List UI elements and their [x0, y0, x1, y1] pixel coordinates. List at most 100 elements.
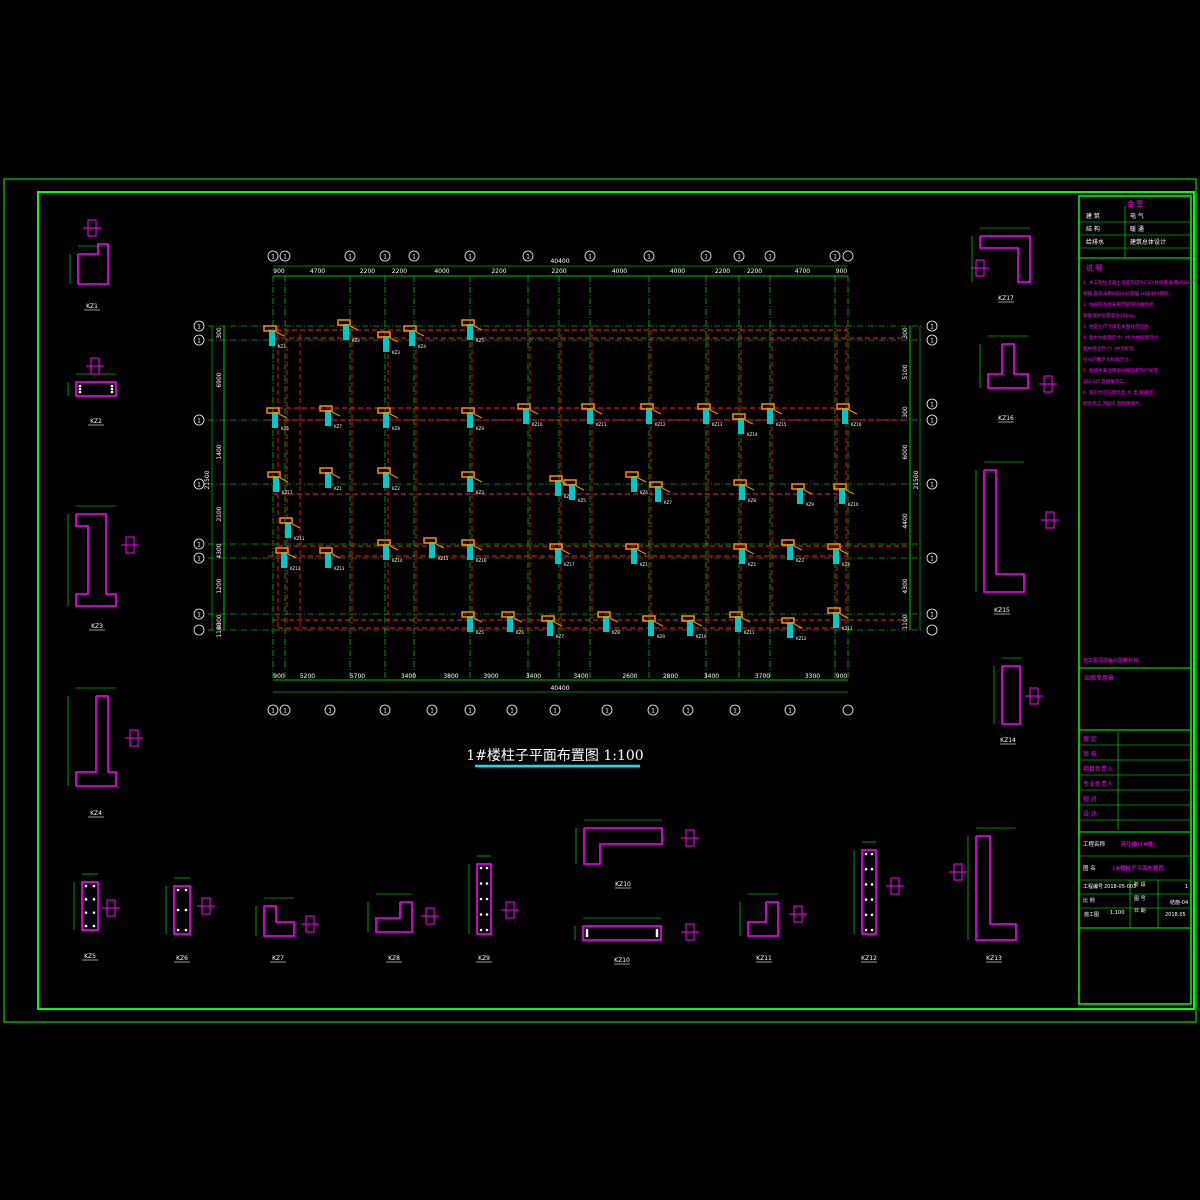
rebar-detail-mark: [886, 877, 904, 895]
left-total-dimension: 21500: [204, 470, 211, 489]
right-dimension: 1100: [902, 614, 909, 629]
top-dimension: 4700: [310, 268, 325, 275]
sign-header: 会 签: [1127, 199, 1143, 208]
rebar-detail-mark: [1025, 687, 1043, 705]
project-info-cell: 工程编号: [1083, 883, 1103, 890]
axis-bubble-left: 1: [193, 478, 205, 490]
note-line: 3. 柱定位尺寸详见本图柱定位图。: [1083, 323, 1153, 330]
left-dimension: 1100: [216, 622, 223, 637]
svg-text:KZ6: KZ6: [176, 955, 188, 962]
svg-text:1: 1: [510, 708, 514, 715]
column-marker: KZ8: [597, 611, 620, 635]
svg-text:1: 1: [468, 254, 472, 261]
notes-header: 说 明: [1086, 263, 1102, 272]
svg-text:KZ17: KZ17: [998, 295, 1014, 302]
axis-bubble-bottom: 1: [464, 704, 476, 716]
column-marker: KZ5: [461, 319, 484, 343]
svg-text:KZ16: KZ16: [998, 415, 1014, 422]
axis-bubble-right: [926, 624, 938, 636]
section-kz4: KZ4: [67, 687, 117, 818]
top-dimension: 4000: [434, 268, 449, 275]
svg-text:KZ12: KZ12: [290, 566, 301, 571]
svg-text:KZ15: KZ15: [994, 607, 1010, 614]
svg-text:KZ14: KZ14: [747, 432, 758, 437]
left-dimension: 1400: [216, 444, 223, 459]
axis-bubble-top: 1: [584, 250, 596, 262]
axis-bubble-right: 1: [926, 320, 938, 332]
column-marker: KZ8: [733, 479, 756, 503]
svg-text:1: 1: [197, 612, 201, 619]
svg-text:1: 1: [197, 418, 201, 425]
svg-text:1: 1: [737, 254, 741, 261]
svg-text:KZ13: KZ13: [712, 422, 723, 427]
column-marker: KZ11: [729, 611, 755, 635]
rebar-detail-mark: [789, 905, 807, 923]
section-kz17: KZ17: [971, 227, 1031, 303]
column-marker: KZ14: [732, 413, 758, 437]
left-dimension: 6900: [216, 372, 223, 387]
svg-text:KZ10: KZ10: [848, 502, 859, 507]
svg-text:1: 1: [930, 556, 934, 563]
svg-text:KZ3: KZ3: [392, 350, 400, 355]
column-marker: KZ1: [263, 325, 286, 349]
left-dimension: 4300: [216, 543, 223, 558]
svg-text:1: 1: [733, 708, 737, 715]
svg-text:KZ10: KZ10: [696, 634, 707, 639]
axis-bubble-left: 1: [193, 320, 205, 332]
axis-bubble-left: 1: [193, 608, 205, 620]
role-label: 设 计: [1083, 810, 1097, 818]
note-line: 钢筋,箍筋采用HPB300钢筋,HRB400钢筋。: [1083, 290, 1173, 297]
svg-text:KZ11: KZ11: [596, 422, 607, 427]
svg-text:KZ5: KZ5: [476, 338, 484, 343]
svg-text:KZ13: KZ13: [842, 626, 853, 631]
drawing-title: 1#楼柱子平面布置图 1:100: [466, 748, 643, 764]
rebar-detail-mark: [301, 915, 319, 933]
svg-text:KZ10: KZ10: [615, 881, 631, 888]
project-info-cell: 比 例: [1083, 897, 1095, 904]
right-dimension: 4400: [902, 513, 909, 528]
stamp-header: 出图专用章: [1084, 674, 1114, 682]
svg-text:1: 1: [430, 708, 434, 715]
svg-text:1: 1: [197, 482, 201, 489]
svg-text:KZ1: KZ1: [86, 303, 98, 310]
column-marker: KZ4: [403, 325, 426, 349]
bottom-dimension: 3400: [704, 673, 719, 680]
rebar-detail-mark: [86, 357, 104, 375]
svg-text:1: 1: [833, 254, 837, 261]
column-marker: KZ12: [275, 547, 301, 571]
svg-text:1: 1: [930, 418, 934, 425]
axis-bubble-right: 1: [926, 608, 938, 620]
top-dimension: 2200: [715, 268, 730, 275]
note-line: 配合施工,预留孔洞及预埋件。: [1083, 400, 1144, 407]
project-info-cell: 图 号: [1134, 896, 1146, 902]
column-marker: KZ13: [697, 403, 723, 427]
right-dimension: 300: [902, 406, 909, 418]
svg-text:KZ4: KZ4: [90, 810, 102, 817]
svg-text:KZ4: KZ4: [842, 562, 850, 567]
column-marker: KZ17: [549, 543, 575, 567]
bottom-dimension: 3400: [573, 673, 588, 680]
svg-text:KZ11: KZ11: [744, 630, 755, 635]
bottom-dimension: 3400: [526, 673, 541, 680]
section-kz16: KZ16: [979, 335, 1029, 423]
svg-text:KZ6: KZ6: [640, 490, 648, 495]
top-dimension: 2200: [747, 268, 762, 275]
note-line: 5. 图纸中未注明部分按国家现行规范: [1083, 367, 1158, 374]
top-dimension: 4000: [670, 268, 685, 275]
section-kz9: KZ9: [468, 855, 492, 963]
left-dimension: 4300: [216, 614, 223, 629]
section-kz3: KZ3: [67, 505, 117, 631]
svg-text:1: 1: [197, 324, 201, 331]
column-marker: KZ16: [836, 403, 862, 427]
svg-text:KZ3: KZ3: [476, 490, 484, 495]
top-dimension: 4700: [795, 268, 810, 275]
svg-text:KZ11: KZ11: [294, 536, 305, 541]
column-marker: KZ14: [377, 539, 403, 563]
svg-text:1: 1: [686, 708, 690, 715]
svg-text:1: 1: [197, 542, 201, 549]
rebar-detail-mark: [949, 863, 967, 881]
rebar-detail-mark: [83, 219, 101, 237]
rebar-detail-mark: [121, 536, 139, 554]
